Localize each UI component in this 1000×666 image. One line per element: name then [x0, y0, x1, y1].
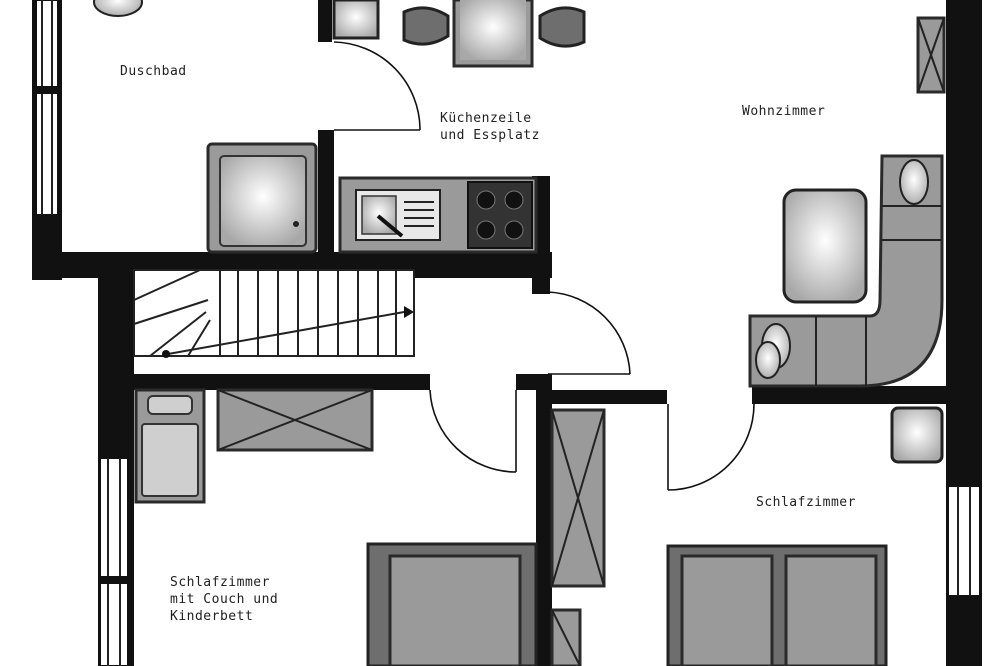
- kitchen-fixtures: [332, 0, 586, 254]
- staircase: [133, 269, 415, 358]
- room-label-bedroom-left: Schlafzimmer mit Couch und Kinderbett: [170, 574, 278, 625]
- right-bedroom-furniture: [550, 403, 944, 666]
- room-label-kitchen-line-1: Küchenzeile: [440, 111, 532, 126]
- room-label-bedroom-left-line-3: Kinderbett: [170, 609, 254, 624]
- room-label-bath: Duschbad: [120, 64, 187, 79]
- room-label-bedroom-right: Schlafzimmer: [756, 495, 856, 510]
- room-label-bedroom-left-line-1: Schlafzimmer: [170, 575, 270, 590]
- room-label-living: Wohnzimmer: [742, 104, 826, 119]
- left-bedroom-furniture: [134, 388, 538, 666]
- living-room-furniture: [547, 154, 944, 388]
- room-label-kitchen-line-2: und Essplatz: [440, 128, 540, 143]
- room-label-kitchen: Küchenzeile und Essplatz: [440, 110, 540, 144]
- room-label-bedroom-left-line-2: mit Couch und: [170, 592, 279, 607]
- walls: [32, 0, 982, 666]
- bath-fixtures: [93, 0, 318, 254]
